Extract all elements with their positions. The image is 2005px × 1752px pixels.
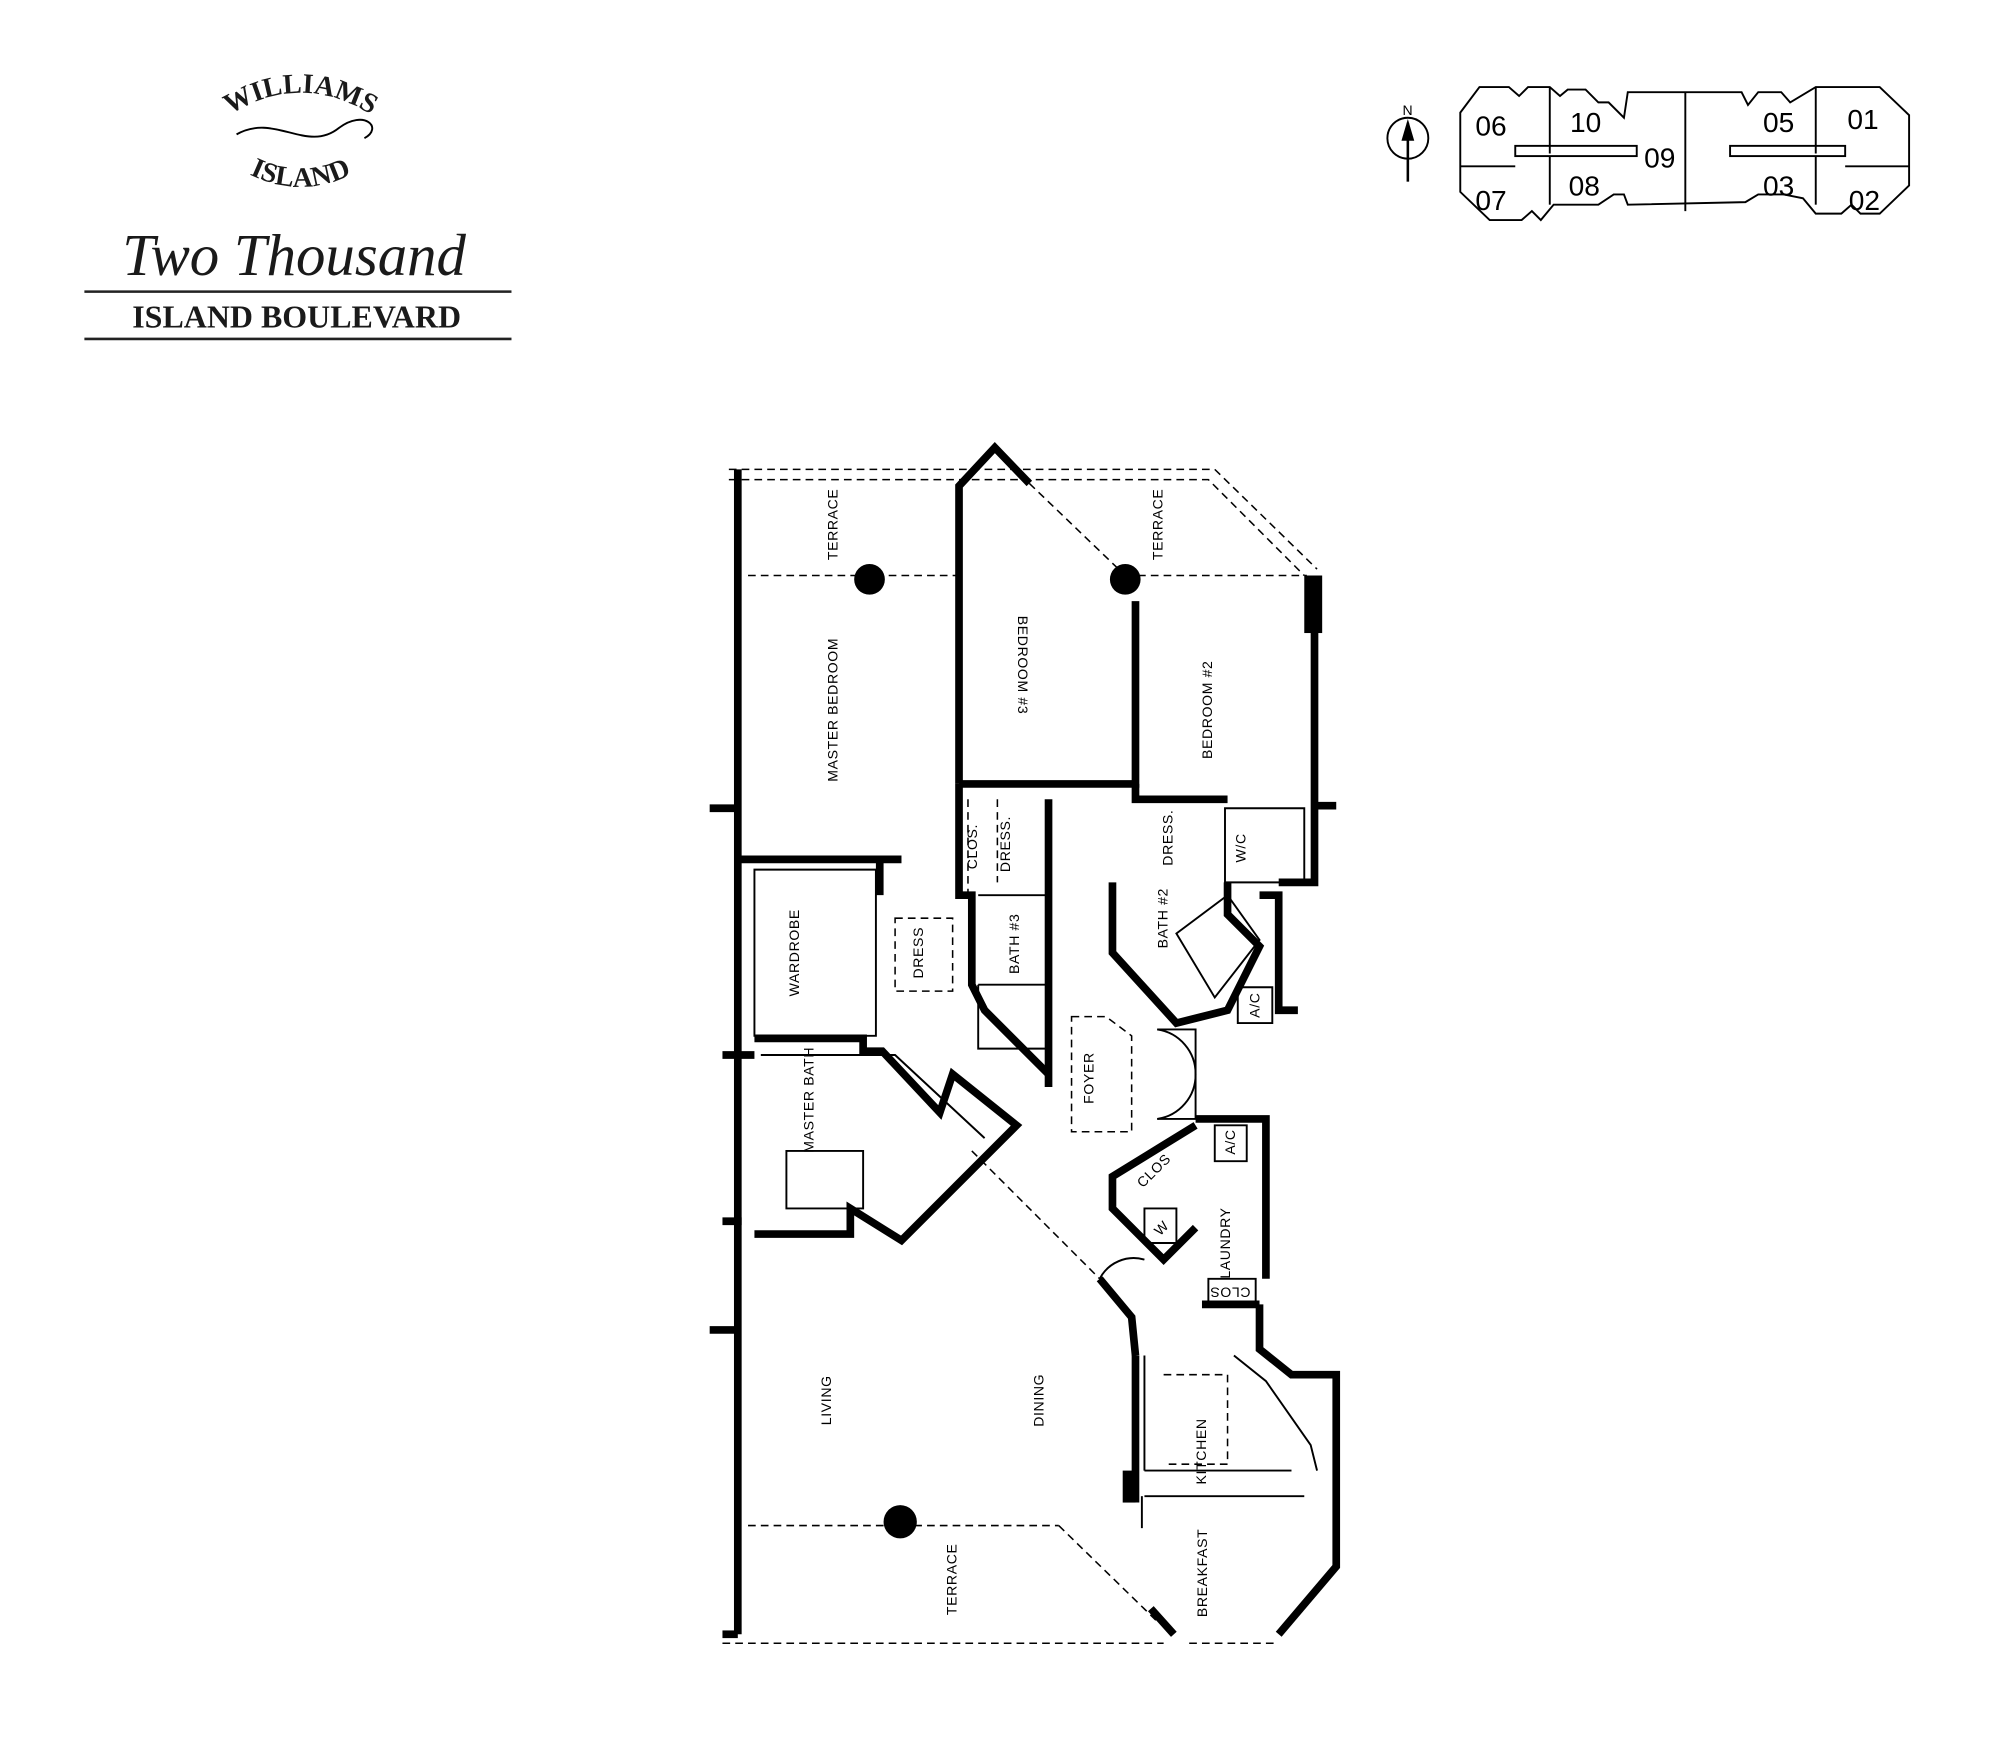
- north-arrow-icon: N: [1386, 102, 1430, 182]
- key-unit-02: 02: [1849, 185, 1880, 216]
- floor-plan: [709, 442, 1341, 1644]
- room-label-kitchen: KITCHEN: [1193, 1418, 1209, 1484]
- room-label-dining: DINING: [1030, 1374, 1046, 1427]
- logo-flourish: [236, 118, 373, 140]
- column: [854, 563, 885, 595]
- room-label-dress: DRESS: [910, 927, 926, 979]
- key-plan-outline: [1459, 86, 1911, 222]
- logo-island-boulevard: ISLAND BOULEVARD: [132, 299, 461, 334]
- logo: WILLIAMS ISLAND Two Thousand ISLAND BOUL…: [84, 68, 512, 341]
- key-unit-03: 03: [1763, 171, 1794, 202]
- room-label-master-bedroom: MASTER BEDROOM: [825, 638, 841, 782]
- room-label-terrace-bedroom-2: TERRACE: [1149, 489, 1165, 561]
- room-label-ac-1: A/C: [1247, 992, 1263, 1017]
- logo-two-thousand: Two Thousand: [122, 223, 466, 288]
- logo-williams: WILLIAMS: [219, 68, 383, 120]
- room-label-laundry: LAUNDRY: [1217, 1207, 1233, 1278]
- key-unit-01: 01: [1847, 104, 1878, 135]
- key-unit-05: 05: [1763, 107, 1794, 138]
- room-label-wc: W/C: [1232, 833, 1248, 862]
- room-label-clos-laundry: CLOS: [1210, 1285, 1251, 1301]
- column: [883, 1505, 917, 1539]
- room-label-living: LIVING: [818, 1375, 834, 1425]
- column: [1109, 563, 1141, 595]
- key-unit-08: 08: [1569, 171, 1600, 202]
- room-label-breakfast: BREAKFAST: [1194, 1529, 1210, 1617]
- room-label-terrace-living: TERRACE: [943, 1543, 959, 1615]
- key-plan: N 06 10 09 05 01 07 08 03 02: [1386, 86, 1911, 222]
- room-label-foyer: FOYER: [1080, 1052, 1096, 1104]
- room-label-terrace-master: TERRACE: [825, 489, 841, 561]
- logo-island: ISLAND: [247, 152, 355, 194]
- north-label: N: [1402, 102, 1413, 118]
- room-label-ac-2: A/C: [1222, 1129, 1238, 1154]
- room-label-washer: W: [1151, 1217, 1172, 1238]
- key-unit-07: 07: [1475, 185, 1506, 216]
- room-label-bath-2: BATH #2: [1154, 888, 1170, 948]
- room-label-bedroom-2: BEDROOM #2: [1199, 661, 1215, 760]
- room-label-bath-3: BATH #3: [1006, 914, 1022, 974]
- key-unit-09: 09: [1644, 143, 1675, 174]
- key-unit-10: 10: [1570, 107, 1601, 138]
- room-label-clos: CLOS.: [964, 824, 980, 869]
- room-label-dress-bed3: DRESS.: [997, 816, 1013, 872]
- room-label-dress-bed2: DRESS.: [1160, 810, 1176, 866]
- room-label-wardrobe: WARDROBE: [786, 909, 802, 996]
- key-unit-06: 06: [1475, 111, 1506, 142]
- room-label-bedroom-3: BEDROOM #3: [1015, 616, 1031, 715]
- room-label-master-bath: MASTER BATH: [800, 1047, 816, 1153]
